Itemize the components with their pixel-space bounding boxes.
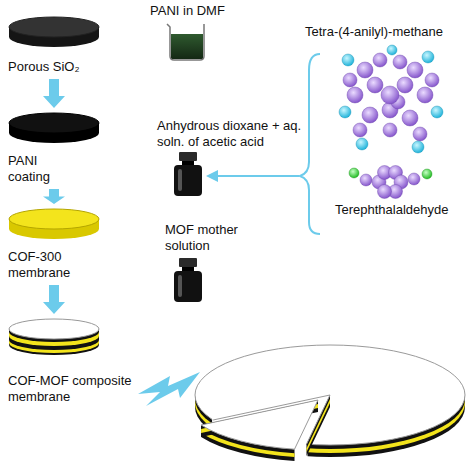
process-arrow [43,189,65,204]
molecule-model [339,45,443,153]
lightning-bolt [138,372,200,406]
bottle [174,152,202,196]
membrane-stage: Porous SiO₂ [8,16,108,75]
annotation: Terephthalaldehyde [335,202,471,218]
beaker [167,24,204,60]
disc-top [9,319,99,339]
stage-label: PANI coating [8,153,64,185]
membrane-disc [8,208,100,241]
disc-top [9,113,99,133]
stage-label: COF-300 membrane [8,249,74,281]
molecule-model [349,166,432,199]
membrane-stage: COF-MOF composite membrane [8,318,134,405]
stage-label: COF-MOF composite membrane [8,373,134,405]
process-arrow [43,285,65,314]
disc-top [9,17,99,37]
membrane-disc [8,112,100,145]
membrane-disc [8,16,100,49]
process-arrow [43,79,65,108]
bottle [174,258,202,302]
membrane-stage: COF-300 membrane [8,208,100,281]
membrane-stage: PANI coating [8,112,100,185]
membrane-pie [195,345,465,461]
annotation: Tetra-(4-anilyl)-methane [305,24,471,40]
membrane-disc [8,318,100,357]
annotation: MOF mother solution [165,222,249,254]
stage-label: Porous SiO₂ [8,59,108,75]
annotation: Anhydrous dioxane + aq. soln. of acetic … [157,118,303,150]
disc-top [9,209,99,229]
arrowhead [206,170,218,182]
annotation: PANI in DMF [150,3,260,19]
